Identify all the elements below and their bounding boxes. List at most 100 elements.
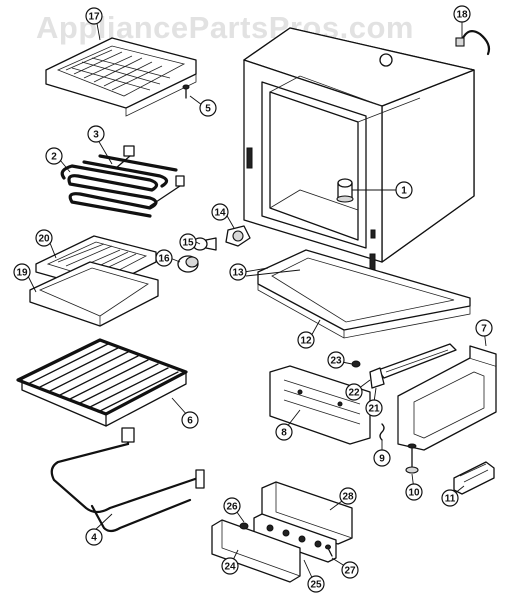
oven-light-lens: [177, 255, 199, 273]
leader-lines: [25, 17, 487, 583]
callout-number: 19: [16, 268, 28, 279]
callout-number: 20: [38, 234, 50, 245]
callout-circle: [345, 383, 363, 401]
callout-circle: [441, 489, 459, 507]
callout-number: 9: [379, 454, 385, 465]
callout-part-1: 1: [395, 181, 413, 199]
callout-part-19: 19: [13, 263, 31, 281]
callout-number: 21: [368, 404, 380, 415]
callout-part-3: 3: [87, 125, 105, 143]
oven-bottom-panel: [257, 249, 471, 339]
clip-bracket: [369, 367, 385, 389]
switch-housing: [253, 513, 337, 563]
callout-circle: [327, 351, 345, 369]
oven-rack: [16, 338, 188, 427]
callout-circle: [275, 423, 293, 441]
bake-element: [50, 427, 205, 533]
callout-number: 28: [342, 492, 354, 503]
callout-number: 3: [93, 130, 99, 141]
callout-number: 4: [91, 533, 97, 544]
callout-circle: [395, 181, 413, 199]
callout-part-17: 17: [85, 7, 103, 25]
callout-part-13: 13: [229, 263, 247, 281]
spring: [379, 423, 385, 441]
callout-number: 23: [330, 356, 342, 367]
leveling-leg: [405, 443, 419, 474]
screw: [182, 84, 190, 99]
callout-part-5: 5: [199, 99, 217, 117]
control-panel-strip: [211, 519, 301, 583]
callout-number: 8: [281, 428, 287, 439]
callout-number: 26: [226, 502, 238, 513]
callout-number: 15: [182, 238, 194, 249]
callout-circle: [453, 5, 471, 23]
callout-part-9: 9: [373, 449, 391, 467]
callout-part-4: 4: [85, 528, 103, 546]
callout-part-12: 12: [297, 331, 315, 349]
callout-circle: [475, 319, 493, 337]
callout-part-18: 18: [453, 5, 471, 23]
callout-circle: [155, 249, 173, 267]
callout-circle: [181, 411, 199, 429]
callout-part-20: 20: [35, 229, 53, 247]
callout-part-26: 26: [223, 497, 241, 515]
broil-pan: [29, 235, 159, 327]
callout-circle: [405, 483, 423, 501]
oven-cavity: [243, 27, 475, 273]
callout-part-6: 6: [181, 411, 199, 429]
oven-light-bulb: [192, 237, 217, 251]
callout-circle: [199, 99, 217, 117]
callout-part-22: 22: [345, 383, 363, 401]
callout-circle: [85, 7, 103, 25]
callout-number: 1: [401, 186, 407, 197]
callout-part-11: 11: [441, 489, 459, 507]
callout-part-8: 8: [275, 423, 293, 441]
callout-number: 6: [187, 416, 193, 427]
callout-part-16: 16: [155, 249, 173, 267]
oven-light-socket: [225, 225, 251, 247]
callout-number: 5: [205, 104, 211, 115]
callout-number: 11: [445, 494, 456, 505]
callout-circle: [307, 575, 325, 593]
callout-circle: [373, 449, 391, 467]
callout-part-15: 15: [179, 233, 197, 251]
callout-number: 10: [408, 488, 420, 499]
callout-circle: [35, 229, 53, 247]
callout-circle: [221, 557, 239, 575]
screw-27: [325, 544, 333, 557]
callout-part-28: 28: [339, 487, 357, 505]
callout-number: 17: [88, 12, 100, 23]
wire-terminal: [455, 30, 491, 56]
lower-front-panel: [269, 365, 371, 445]
callout-part-21: 21: [365, 399, 383, 417]
callout-part-23: 23: [327, 351, 345, 369]
callout-part-14: 14: [211, 203, 229, 221]
broil-element-cover: [45, 37, 197, 117]
broil-element: [60, 145, 185, 218]
callout-number: 16: [158, 254, 170, 265]
callout-number: 2: [51, 152, 57, 163]
callout-circle: [87, 125, 105, 143]
callout-part-2: 2: [45, 147, 63, 165]
callout-circle: [223, 497, 241, 515]
callout-circle: [45, 147, 63, 165]
callout-circle: [339, 487, 357, 505]
callout-number: 13: [232, 268, 244, 279]
callout-circle: [179, 233, 197, 251]
callout-circle: [341, 561, 359, 579]
callout-circle: [365, 399, 383, 417]
callout-number: 7: [481, 324, 487, 335]
callout-number: 22: [348, 388, 360, 399]
screw-23: [351, 360, 361, 368]
callout-number: 25: [310, 580, 322, 591]
callout-part-10: 10: [405, 483, 423, 501]
callout-number: 12: [300, 336, 312, 347]
callout-number: 18: [456, 10, 468, 21]
drawer-side-bracket: [397, 345, 497, 451]
callout-part-25: 25: [307, 575, 325, 593]
callout-number: 27: [344, 566, 356, 577]
callout-number: 24: [224, 562, 236, 573]
